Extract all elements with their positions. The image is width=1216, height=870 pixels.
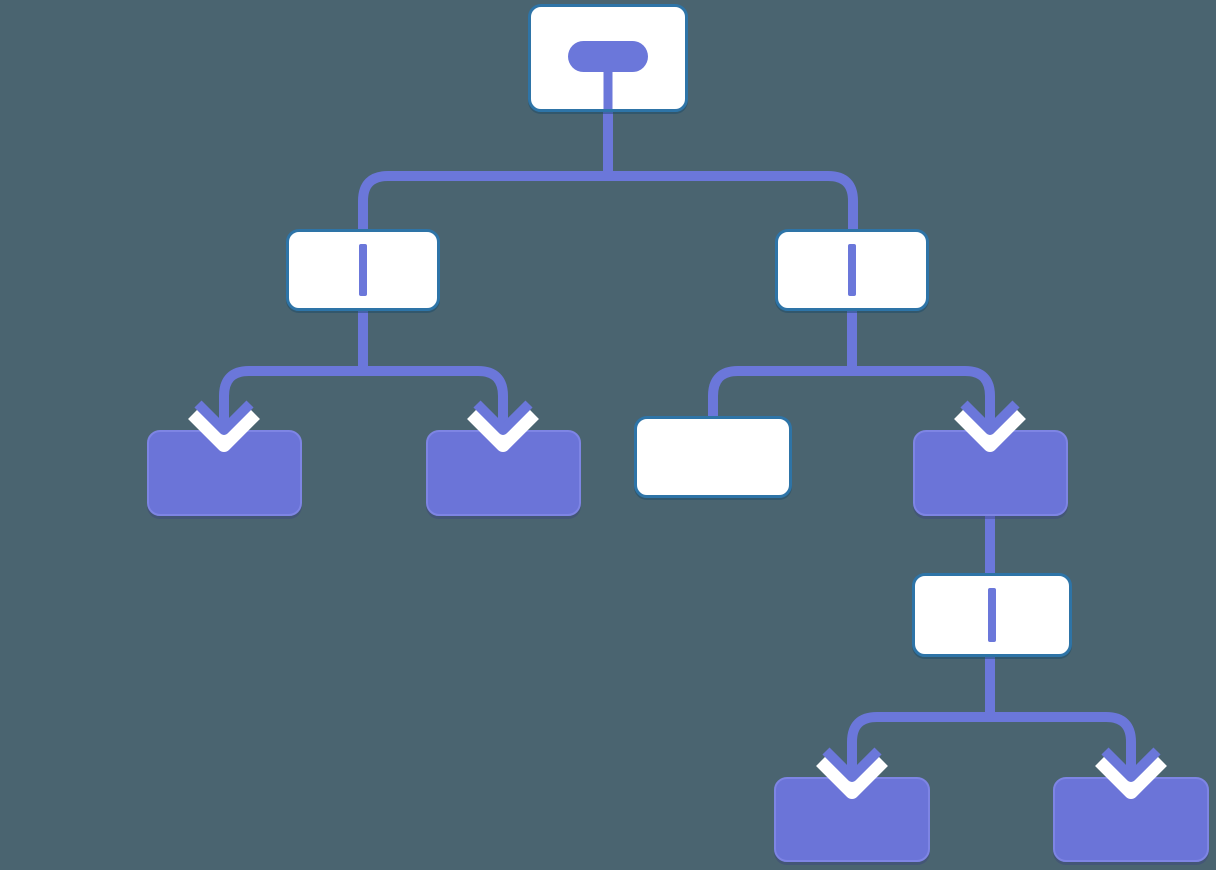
arrow-white-chevron-icon [816, 756, 888, 799]
drop-arrow-icon-leaf-g [1095, 745, 1167, 799]
arrow-purple-chevron-icon [822, 747, 882, 782]
node-node-c[interactable] [634, 416, 792, 498]
arrow-white-chevron-icon [1095, 756, 1167, 799]
node-branch-e[interactable] [912, 573, 1072, 657]
root-pill-stem-icon [603, 67, 613, 109]
connector-edge-right-rail [708, 366, 995, 420]
pass-through-bar-icon [359, 244, 367, 296]
root-pill-icon [568, 41, 648, 72]
connector-edge-bottom-rail [847, 712, 1136, 761]
arrow-purple-chevron-icon [960, 400, 1020, 435]
node-root[interactable] [528, 4, 688, 112]
drop-arrow-icon-leaf-f [816, 745, 888, 799]
arrow-white-chevron-icon [954, 409, 1026, 452]
drop-arrow-icon-leaf-a [188, 398, 260, 452]
arrow-purple-chevron-icon [194, 400, 254, 435]
node-branch-left[interactable] [286, 229, 440, 311]
arrow-purple-chevron-icon [1101, 747, 1161, 782]
arrow-white-chevron-icon [188, 409, 260, 452]
pass-through-bar-icon [848, 244, 856, 296]
arrow-purple-chevron-icon [473, 400, 533, 435]
connector-edge-left-rail [219, 366, 508, 414]
pass-through-bar-icon [988, 588, 996, 642]
node-branch-right[interactable] [775, 229, 929, 311]
drop-arrow-icon-leaf-b [467, 398, 539, 452]
arrow-white-chevron-icon [467, 409, 539, 452]
drop-arrow-icon-node-d [954, 398, 1026, 452]
connector-edge-level1-rail [358, 171, 858, 233]
